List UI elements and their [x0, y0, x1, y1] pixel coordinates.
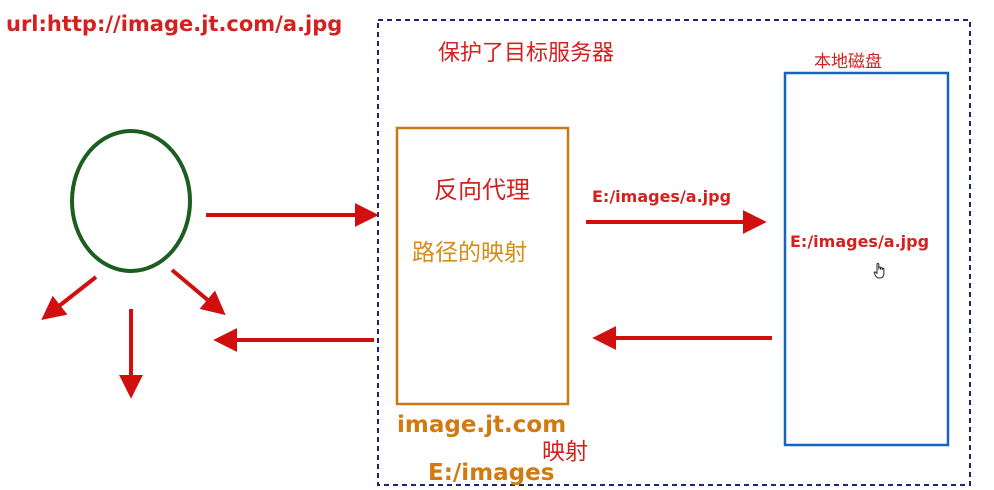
- server-title: 保护了目标服务器: [438, 41, 615, 66]
- server-boundary: [377, 19, 971, 486]
- user-circle-icon: [70, 129, 192, 273]
- request-path-label: E:/images/a.jpg: [592, 187, 732, 206]
- host-label: image.jt.com: [397, 412, 567, 438]
- disk-title: 本地磁盘: [814, 52, 882, 72]
- disk-box: [783, 71, 950, 447]
- disk-path-label: E:/images/a.jpg: [790, 232, 930, 251]
- directory-label: E:/images: [428, 460, 555, 486]
- hand-pointer-icon: [873, 262, 887, 280]
- proxy-title: 反向代理: [434, 176, 530, 204]
- proxy-subtitle: 路径的映射: [412, 240, 527, 266]
- mapping-label: 映射: [542, 439, 588, 465]
- proxy-box: [395, 126, 570, 406]
- user-arrow-right: [170, 268, 226, 316]
- url-label: url:http://image.jt.com/a.jpg: [6, 12, 343, 36]
- user-arrow-left: [41, 275, 98, 320]
